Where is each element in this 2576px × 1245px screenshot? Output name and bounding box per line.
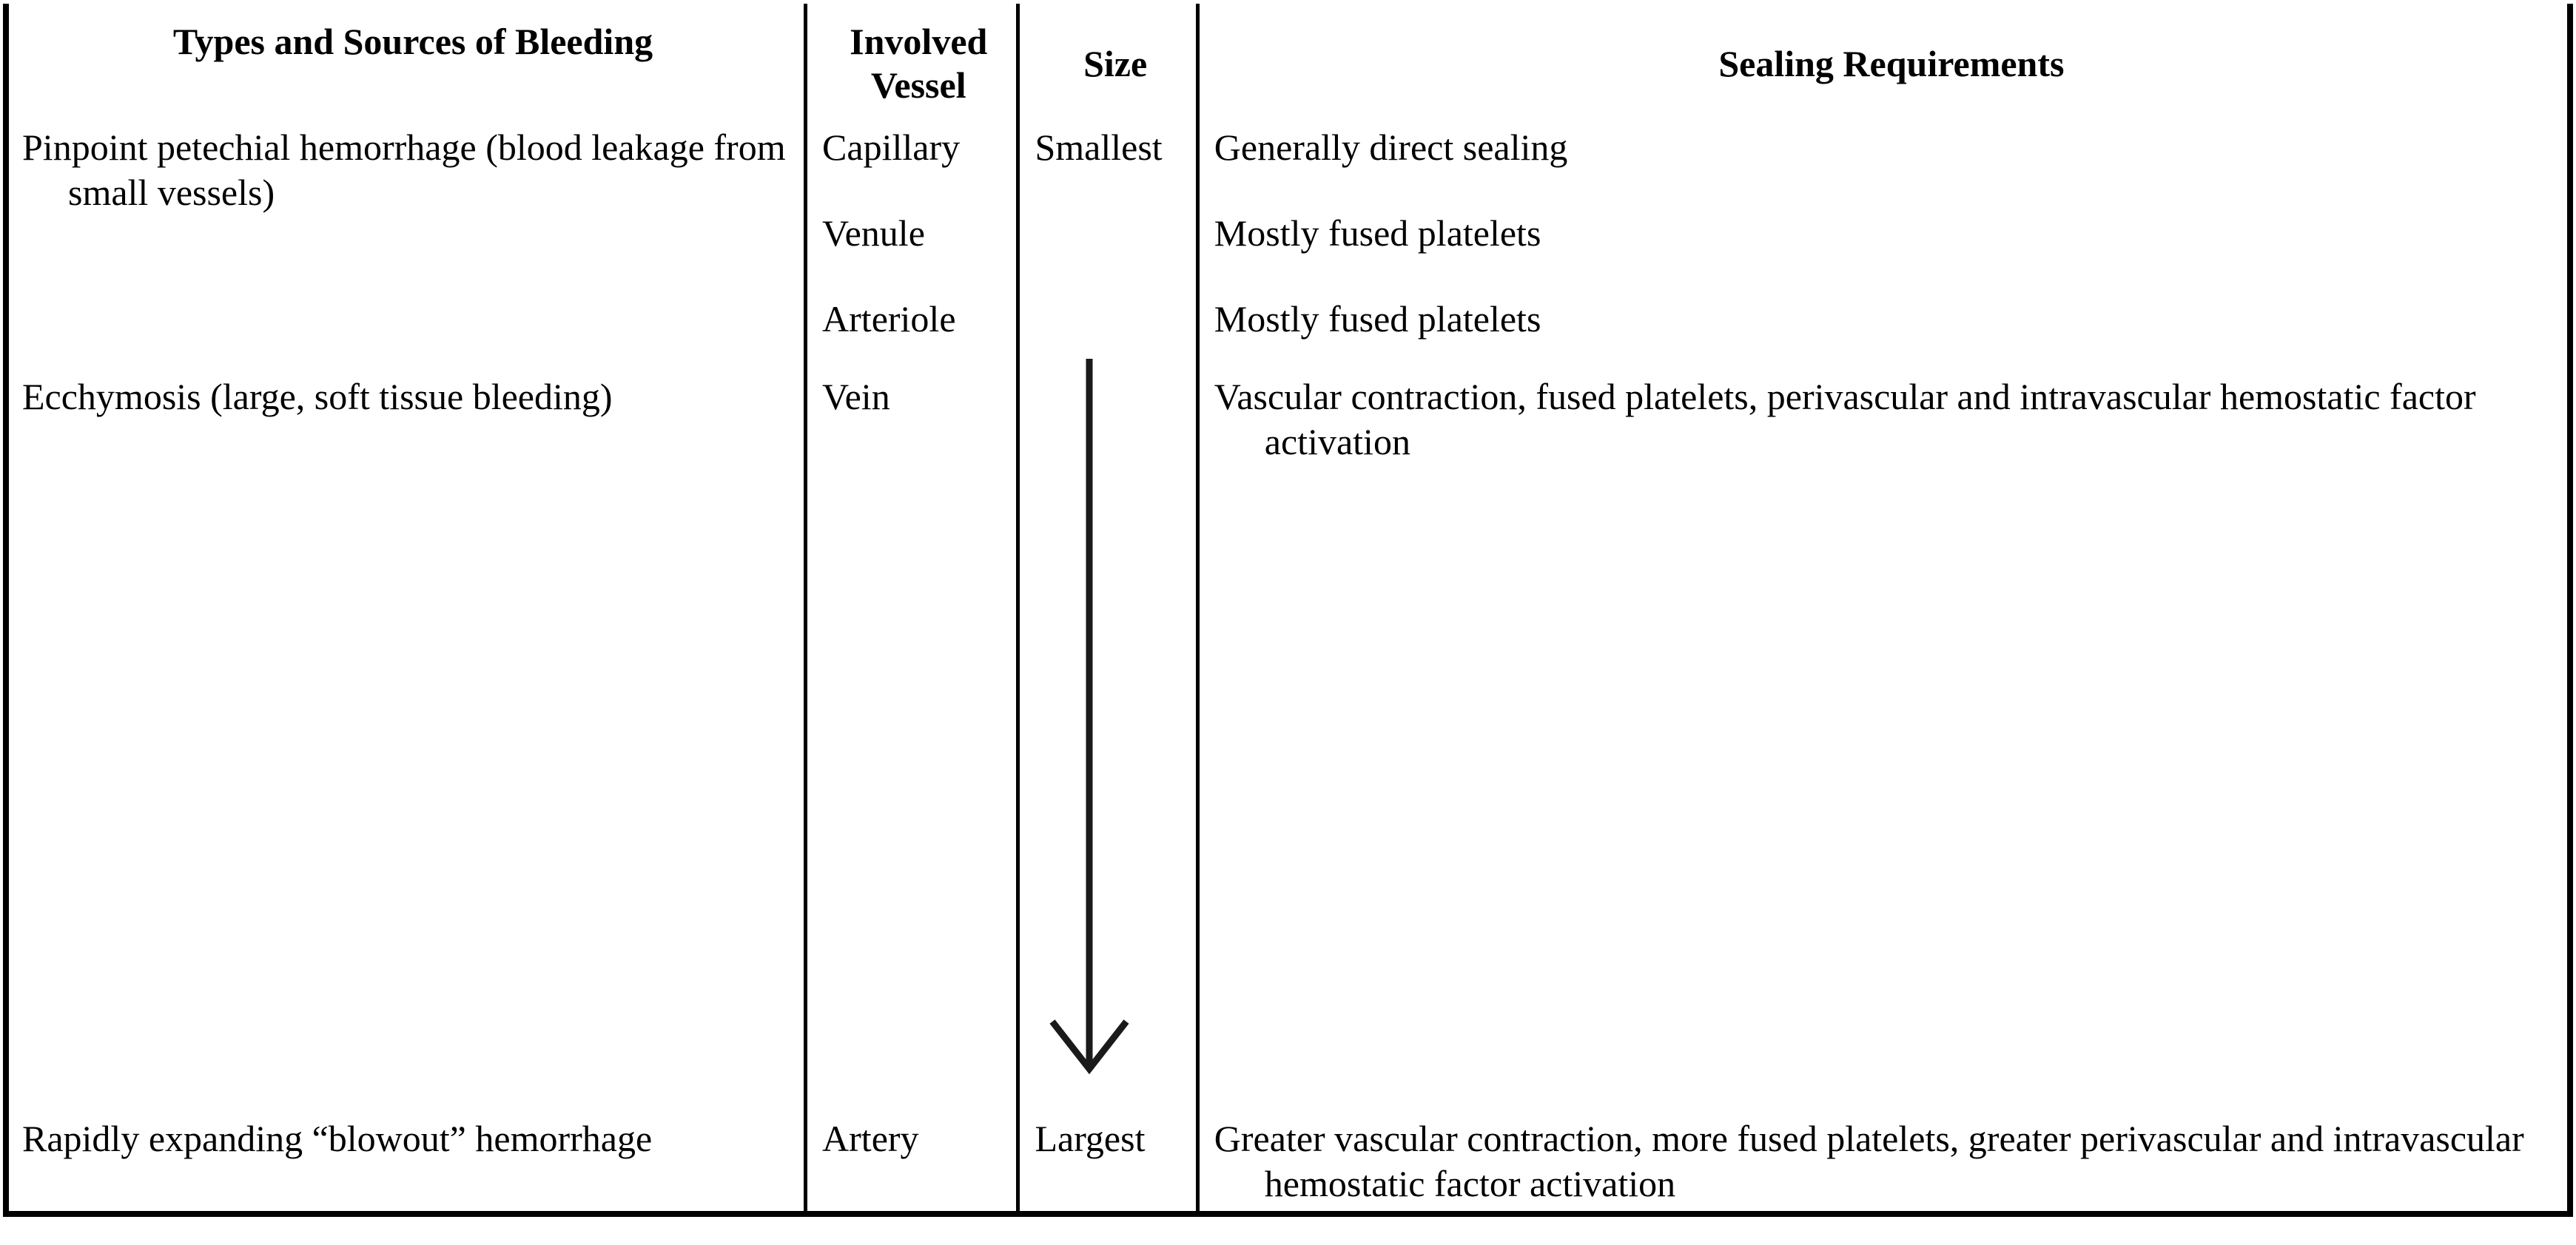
cell-bleeding-type: Ecchymosis (large, soft tissue bleeding) bbox=[6, 354, 806, 1096]
column-header-type-label: Types and Sources of Bleeding bbox=[172, 21, 653, 62]
cell-involved-vessel: Artery bbox=[805, 1096, 1018, 1217]
bleeding-type-text-wrap: Rapidly expanding “blowout” hemorrhage bbox=[9, 1096, 804, 1161]
cell-size bbox=[1018, 354, 1198, 1096]
spacer bbox=[822, 170, 1009, 211]
vessel-item: Artery bbox=[822, 1118, 919, 1159]
bleeding-type-text-wrap: Ecchymosis (large, soft tissue bleeding) bbox=[9, 354, 804, 419]
size-value: Smallest bbox=[1035, 126, 1163, 168]
column-header-type: Types and Sources of Bleeding bbox=[6, 4, 806, 104]
spacer bbox=[822, 256, 1009, 297]
vessel-list: Artery bbox=[807, 1096, 1016, 1161]
size-value-wrap: Largest bbox=[1020, 1096, 1195, 1161]
column-header-vessel: Involved Vessel bbox=[805, 4, 1018, 106]
column-header-size: Size bbox=[1018, 4, 1198, 104]
column-header-vessel-line2: Vessel bbox=[870, 64, 966, 106]
cell-involved-vessel: Capillary Venule Arteriole bbox=[805, 104, 1018, 354]
sealing-list: Vascular contraction, fused platelets, p… bbox=[1200, 354, 2567, 465]
table-row: Pinpoint petechial hemorrhage (blood lea… bbox=[6, 104, 2570, 354]
sealing-item: Mostly fused platelets bbox=[1214, 212, 1541, 254]
vessel-item: Capillary bbox=[822, 126, 961, 168]
column-header-sealing-label: Sealing Requirements bbox=[1718, 43, 2065, 84]
vessel-item: Arteriole bbox=[822, 298, 956, 340]
cell-bleeding-type: Rapidly expanding “blowout” hemorrhage bbox=[6, 1096, 806, 1217]
bleeding-type-text: Pinpoint petechial hemorrhage (blood lea… bbox=[22, 126, 786, 213]
spacer bbox=[1214, 256, 2560, 297]
column-header-sealing: Sealing Requirements bbox=[1197, 4, 2570, 104]
sealing-list: Generally direct sealing Mostly fused pl… bbox=[1200, 104, 2567, 342]
sealing-item: Generally direct sealing bbox=[1214, 126, 1568, 168]
column-header-vessel-line1: Involved bbox=[850, 21, 988, 62]
cell-size: Largest bbox=[1018, 1096, 1198, 1217]
sealing-item: Greater vascular contraction, more fused… bbox=[1214, 1118, 2524, 1204]
sealing-item: Vascular contraction, fused platelets, p… bbox=[1214, 376, 2476, 462]
size-value-wrap: Smallest bbox=[1020, 104, 1195, 170]
vessel-list: Vein bbox=[807, 354, 1016, 419]
bleeding-types-table: Types and Sources of Bleeding Involved V… bbox=[3, 4, 2573, 1217]
cell-sealing-requirements: Greater vascular contraction, more fused… bbox=[1197, 1096, 2570, 1217]
vessel-list: Capillary Venule Arteriole bbox=[807, 104, 1016, 342]
bleeding-type-text-wrap: Pinpoint petechial hemorrhage (blood lea… bbox=[9, 104, 804, 215]
size-value: Largest bbox=[1035, 1118, 1146, 1159]
cell-involved-vessel: Vein bbox=[805, 354, 1018, 1096]
table-row: Rapidly expanding “blowout” hemorrhage A… bbox=[6, 1096, 2570, 1217]
cell-bleeding-type: Pinpoint petechial hemorrhage (blood lea… bbox=[6, 104, 806, 354]
table-row: Ecchymosis (large, soft tissue bleeding)… bbox=[6, 354, 2570, 1096]
vessel-item: Venule bbox=[822, 212, 925, 254]
vessel-item: Vein bbox=[822, 376, 890, 417]
cell-sealing-requirements: Generally direct sealing Mostly fused pl… bbox=[1197, 104, 2570, 354]
table-header-row: Types and Sources of Bleeding Involved V… bbox=[6, 4, 2570, 106]
column-header-vessel-label: Involved Vessel bbox=[807, 4, 1016, 106]
sealing-list: Greater vascular contraction, more fused… bbox=[1200, 1096, 2567, 1207]
down-arrow-icon bbox=[1049, 359, 1129, 1075]
bleeding-type-text: Ecchymosis (large, soft tissue bleeding) bbox=[22, 376, 613, 417]
column-header-size-label: Size bbox=[1083, 43, 1148, 84]
cell-size: Smallest bbox=[1018, 104, 1198, 354]
spacer bbox=[1214, 170, 2560, 211]
sealing-item: Mostly fused platelets bbox=[1214, 298, 1541, 340]
bleeding-type-text: Rapidly expanding “blowout” hemorrhage bbox=[22, 1118, 653, 1159]
cell-sealing-requirements: Vascular contraction, fused platelets, p… bbox=[1197, 354, 2570, 1096]
